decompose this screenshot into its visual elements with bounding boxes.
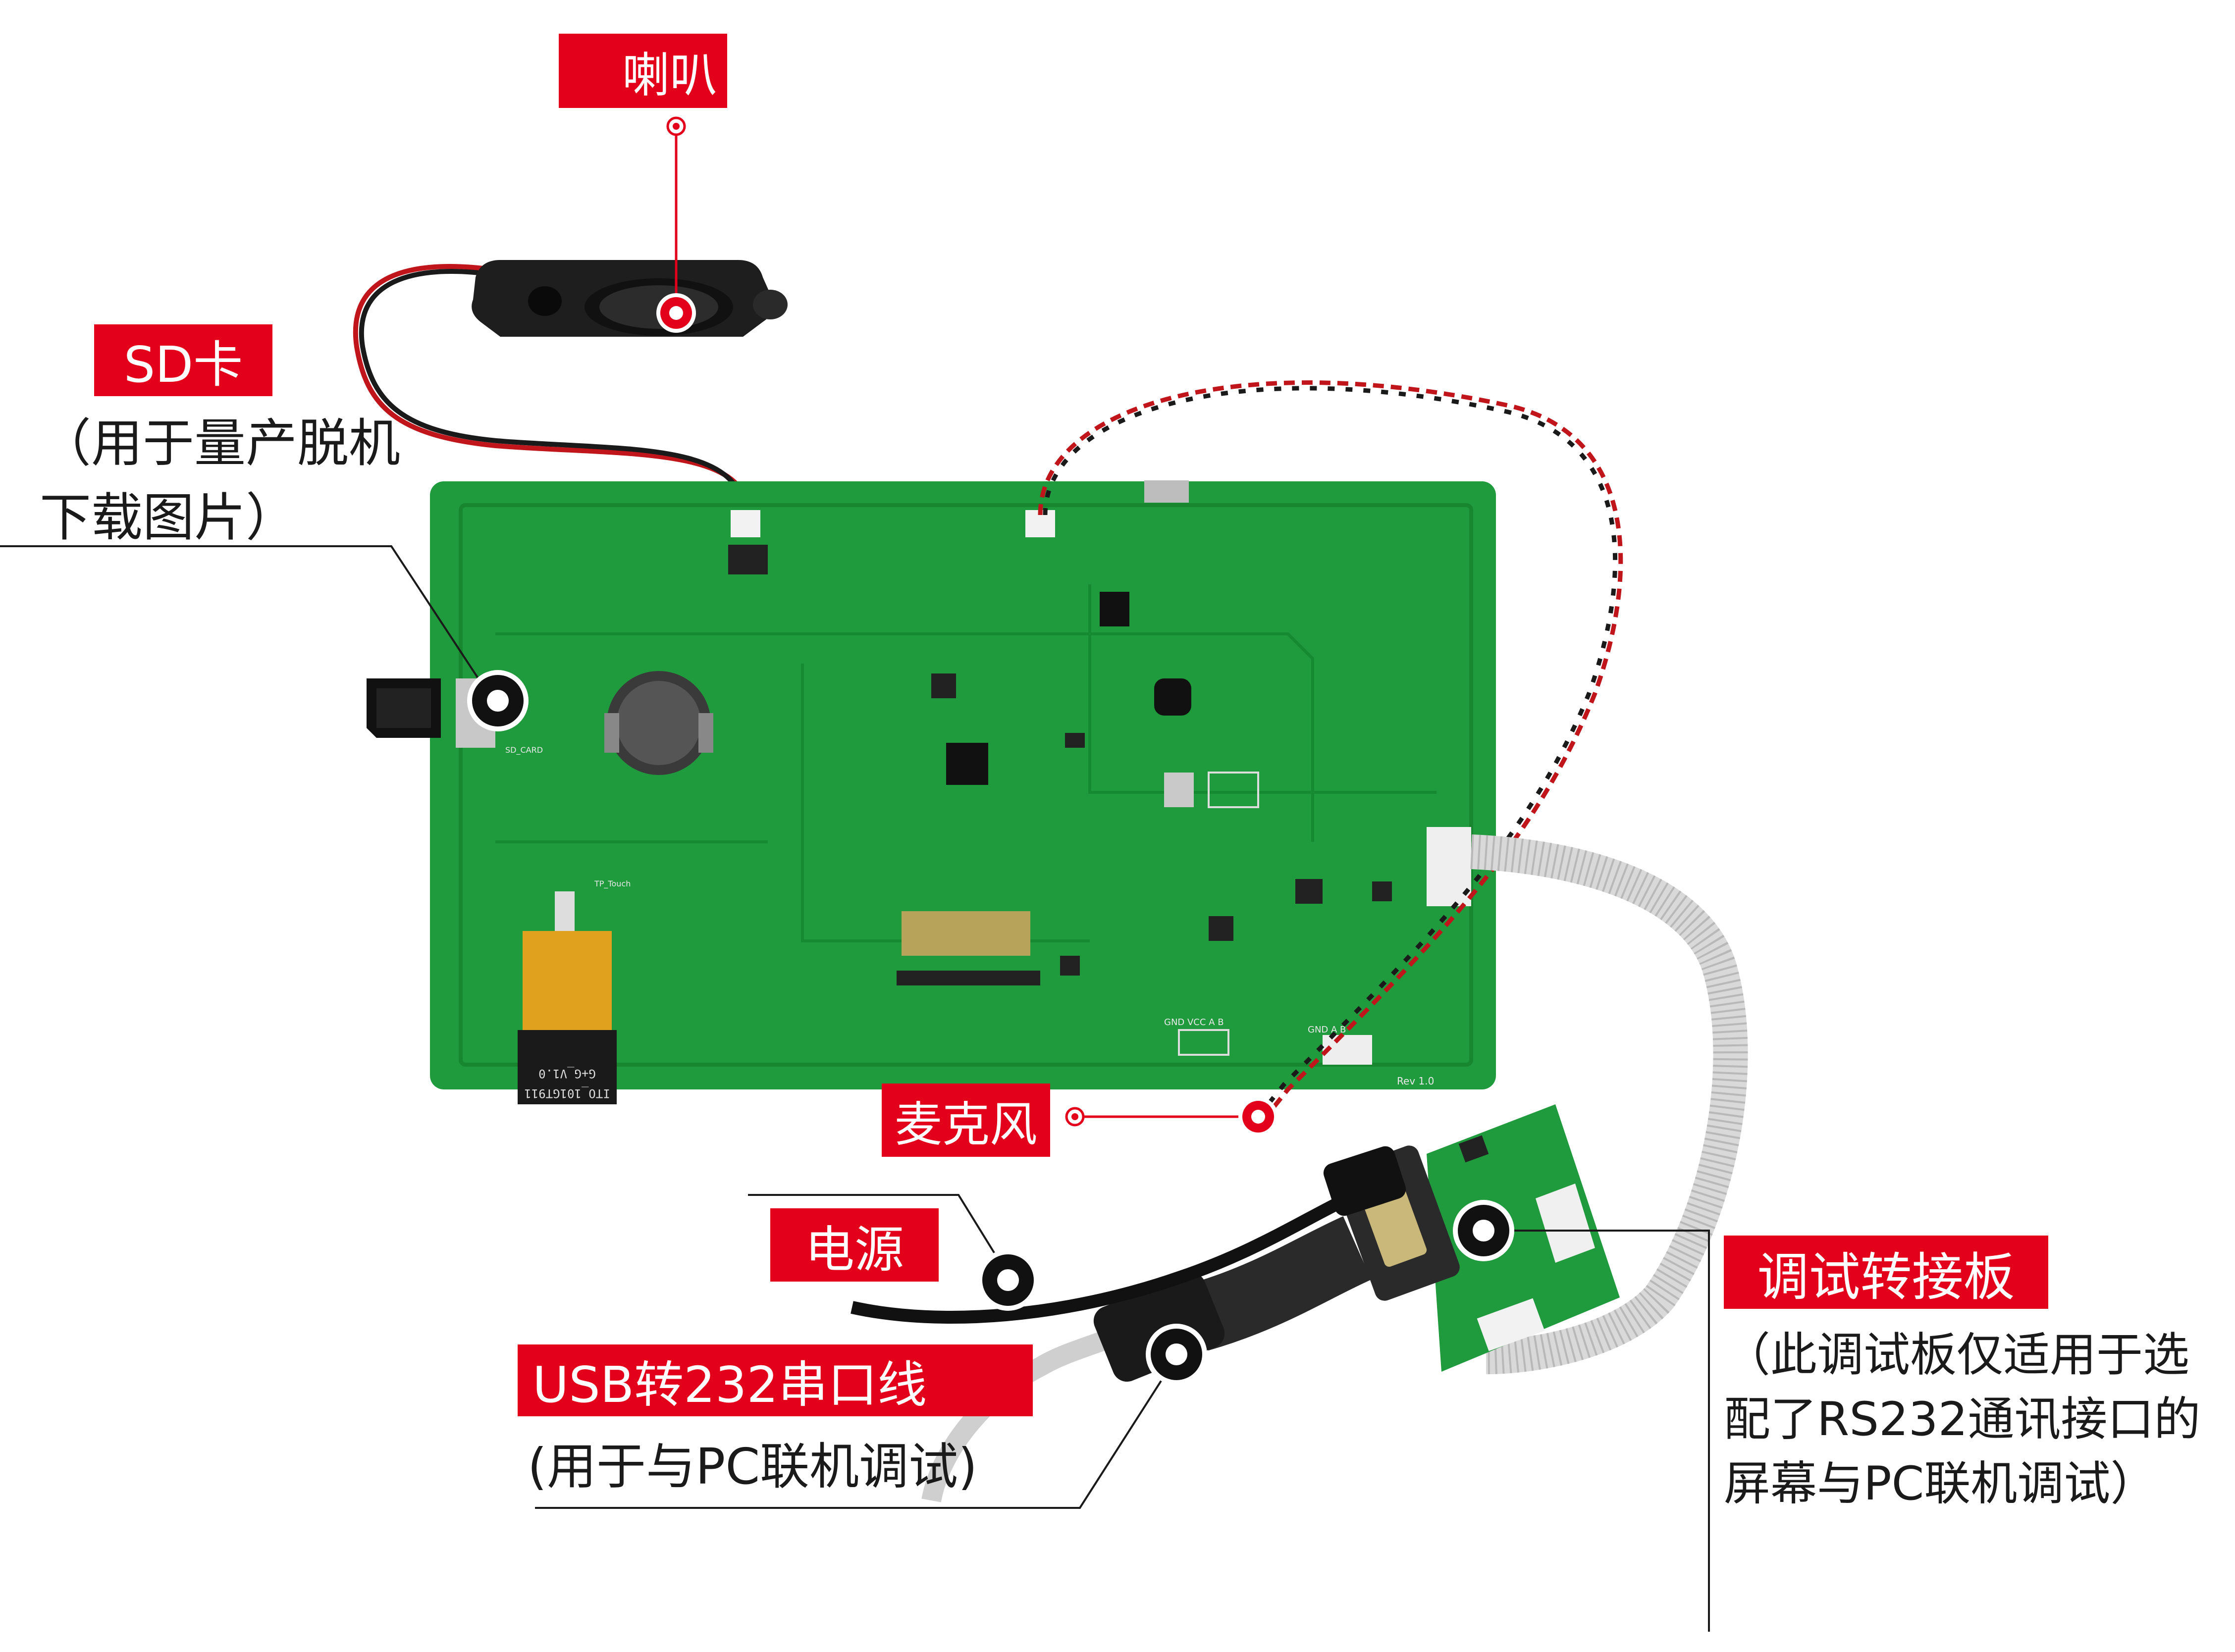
microphone-label: 麦克风 (882, 1084, 1050, 1157)
main-board: ITO_101GT911 G+G_V1.0 SD_CARD GND VCC A … (430, 480, 1496, 1104)
speaker-icon (353, 260, 788, 511)
fpc-silkscreen-1: ITO_101GT911 (524, 1086, 610, 1100)
rev-silkscreen: Rev 1.0 (1397, 1075, 1434, 1087)
power-cable (851, 1146, 1406, 1324)
callout-lines (0, 126, 1710, 1632)
debug-adapter-board (1334, 1104, 1620, 1372)
sd-card-note-line2: 下载图片） (40, 487, 298, 548)
debug-board-label: 调试转接板 (1724, 1236, 2048, 1309)
sd-card-icon (367, 678, 441, 738)
usb-cable-note: (用于与PC联机调试) (528, 1438, 978, 1496)
usb-cable-label: USB转232串口线 (518, 1344, 1033, 1416)
debug-board-note-line3: 屏幕与PC联机调试） (1724, 1457, 2157, 1511)
debug-board-note-line2: 配了RS232通讯接口的 (1724, 1393, 2201, 1446)
fpc-silkscreen-2: G+G_V1.0 (538, 1067, 596, 1081)
sd-card-label: SD卡 (94, 324, 272, 396)
gnd-silkscreen-2: GND A B (1308, 1025, 1346, 1035)
ribbon-cable (1470, 834, 1748, 1374)
gnd-silkscreen: GND VCC A B (1164, 1017, 1224, 1028)
sd-card-note-line1: （用于量产脱机 (40, 413, 401, 473)
speaker-label: 喇叭 (559, 34, 727, 108)
power-label: 电源 (770, 1208, 939, 1282)
tp-silkscreen: TP_Touch (594, 879, 631, 889)
debug-board-note-line1: （此调试板仅适用于选 (1724, 1328, 2190, 1382)
callout-dots (467, 116, 1514, 1385)
sd-silkscreen: SD_CARD (505, 745, 543, 755)
